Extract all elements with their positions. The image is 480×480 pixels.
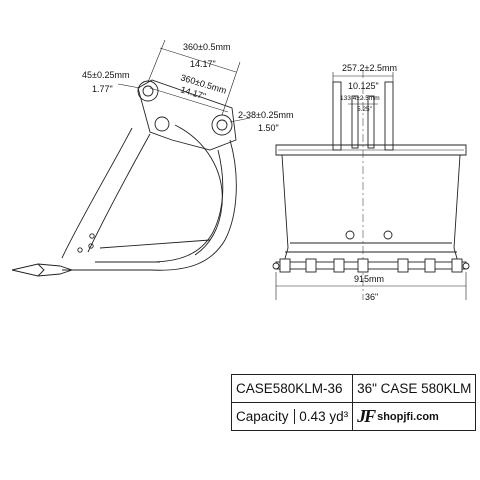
side-pin-right-outer xyxy=(211,114,233,136)
front-side-right xyxy=(453,154,461,263)
brand-cell: JF shopjfi.com xyxy=(352,402,477,431)
front-view xyxy=(275,81,467,270)
side-shell-outer xyxy=(62,139,237,271)
dim-ear-outer-in: 10.125" xyxy=(348,81,379,91)
front-tooth xyxy=(397,258,409,273)
capacity-label: Capacity xyxy=(236,409,289,424)
front-cutting-bar xyxy=(275,261,467,270)
dim-ear-inner-in: 5.25" xyxy=(357,106,373,113)
spec-row-capacity: Capacity 0.43 yd³ JF shopjfi.com xyxy=(230,402,477,431)
side-back-outer xyxy=(61,127,133,259)
side-view-dimensions xyxy=(117,39,251,123)
dim-ear-outer-mm: 257.2±2.5mm xyxy=(342,63,397,73)
front-top-rim xyxy=(275,144,467,156)
front-tooth xyxy=(451,258,463,273)
brand-site: shopjfi.com xyxy=(377,410,439,423)
front-side-left xyxy=(281,154,289,263)
spec-table: CASE580KLM-36 36" CASE 580KLM Capacity 0… xyxy=(230,374,477,431)
front-ear-left xyxy=(332,81,342,151)
bucket-technical-drawing: 360±0.5mm 14.17" 360±0.5mm 14.17" 45±0.2… xyxy=(11,39,470,302)
side-ear-plate xyxy=(137,79,237,151)
front-teeth xyxy=(272,258,470,273)
side-cutting-edge xyxy=(95,239,211,263)
side-pin-left-inner xyxy=(142,85,154,97)
side-view xyxy=(11,79,237,277)
front-tooth xyxy=(305,258,317,273)
side-back-inner xyxy=(87,133,151,253)
brand-logo: JF xyxy=(357,406,376,426)
side-hole xyxy=(89,233,95,239)
dim-pin-dia-left-mm: 45±0.25mm xyxy=(82,70,129,80)
front-ear-right xyxy=(384,81,394,151)
front-tooth xyxy=(357,258,369,273)
side-pin-right-inner xyxy=(216,119,228,131)
side-shell-inner-1 xyxy=(149,149,224,263)
capacity-value: 0.43 yd³ xyxy=(294,409,349,424)
front-view-dimensions xyxy=(275,72,467,300)
capacity-cell: Capacity 0.43 yd³ xyxy=(230,402,354,431)
side-pin-left-outer xyxy=(137,80,159,102)
side-hole xyxy=(77,247,83,253)
front-hole-right xyxy=(383,230,393,240)
dim-pin-dia-left-in: 1.77" xyxy=(92,84,113,94)
side-pin-mid xyxy=(154,116,170,132)
dim-width-in: 36" xyxy=(365,292,378,302)
model-description: 36" CASE 580KLM xyxy=(352,374,477,403)
dim-width-mm: 915mm xyxy=(354,274,384,284)
front-tooth xyxy=(333,258,345,273)
side-tooth-detail xyxy=(37,263,45,277)
dim-ear-inner-mm: 133.4±2.5mm xyxy=(340,95,380,102)
spec-row-model: CASE580KLM-36 36" CASE 580KLM xyxy=(230,374,477,403)
dim-pin-dia-right-in: 1.50" xyxy=(258,123,279,133)
dim-pin-spacing-1-in: 14.17" xyxy=(190,59,216,69)
front-tooth xyxy=(424,258,436,273)
front-hole-left xyxy=(345,230,355,240)
dim-pin-spacing-1-mm: 360±0.5mm xyxy=(183,42,230,52)
front-tooth xyxy=(279,258,291,273)
side-shell-inner-2 xyxy=(174,124,223,256)
dim-pin-dia-right-mm: 2-38±0.25mm xyxy=(238,110,293,120)
model-code: CASE580KLM-36 xyxy=(230,374,354,403)
side-hole xyxy=(88,243,94,249)
